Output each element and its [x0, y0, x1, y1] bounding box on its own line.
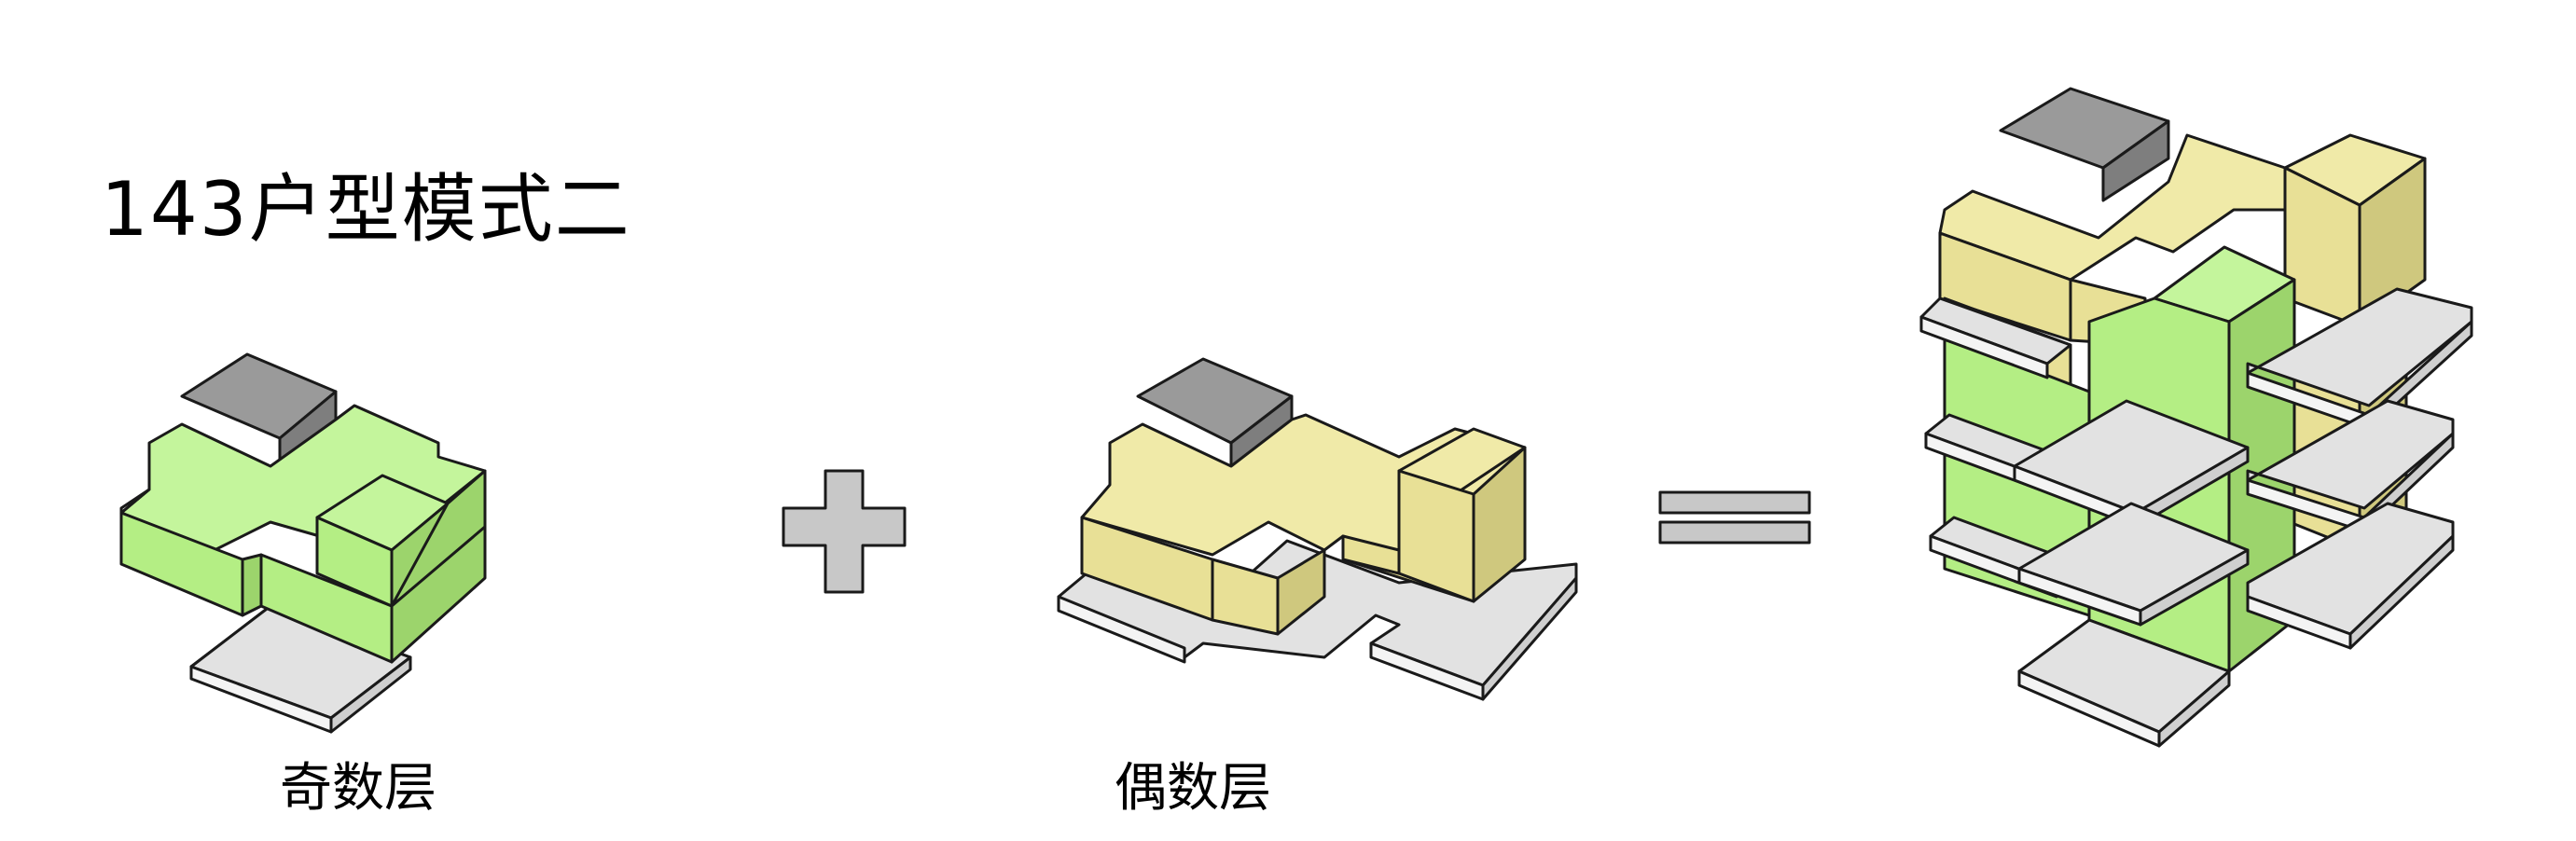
even-floor-slab [1057, 539, 1578, 701]
odd-floor-slab [189, 604, 412, 734]
stacked-tower-model [1919, 87, 2473, 748]
tower-slab-level-2 [1924, 399, 2455, 533]
odd-floor-model [119, 352, 487, 734]
odd-floor-label: 奇数层 [280, 758, 436, 819]
even-floor-label: 偶数层 [1115, 758, 1271, 819]
odd-floor-unit-mass [119, 404, 487, 664]
even-floor-model [1057, 357, 1578, 701]
diagram-title: 143户型模式二 [101, 166, 631, 253]
equals-icon [1658, 490, 1811, 545]
tower-slab-level-3 [1929, 502, 2455, 650]
tower-core-block [1999, 87, 2170, 202]
tower-yellow-column-right [2283, 133, 2427, 328]
even-floor-unit-mass [1080, 413, 1527, 636]
plus-icon [782, 469, 907, 594]
tower-slab-ground [2017, 618, 2231, 748]
